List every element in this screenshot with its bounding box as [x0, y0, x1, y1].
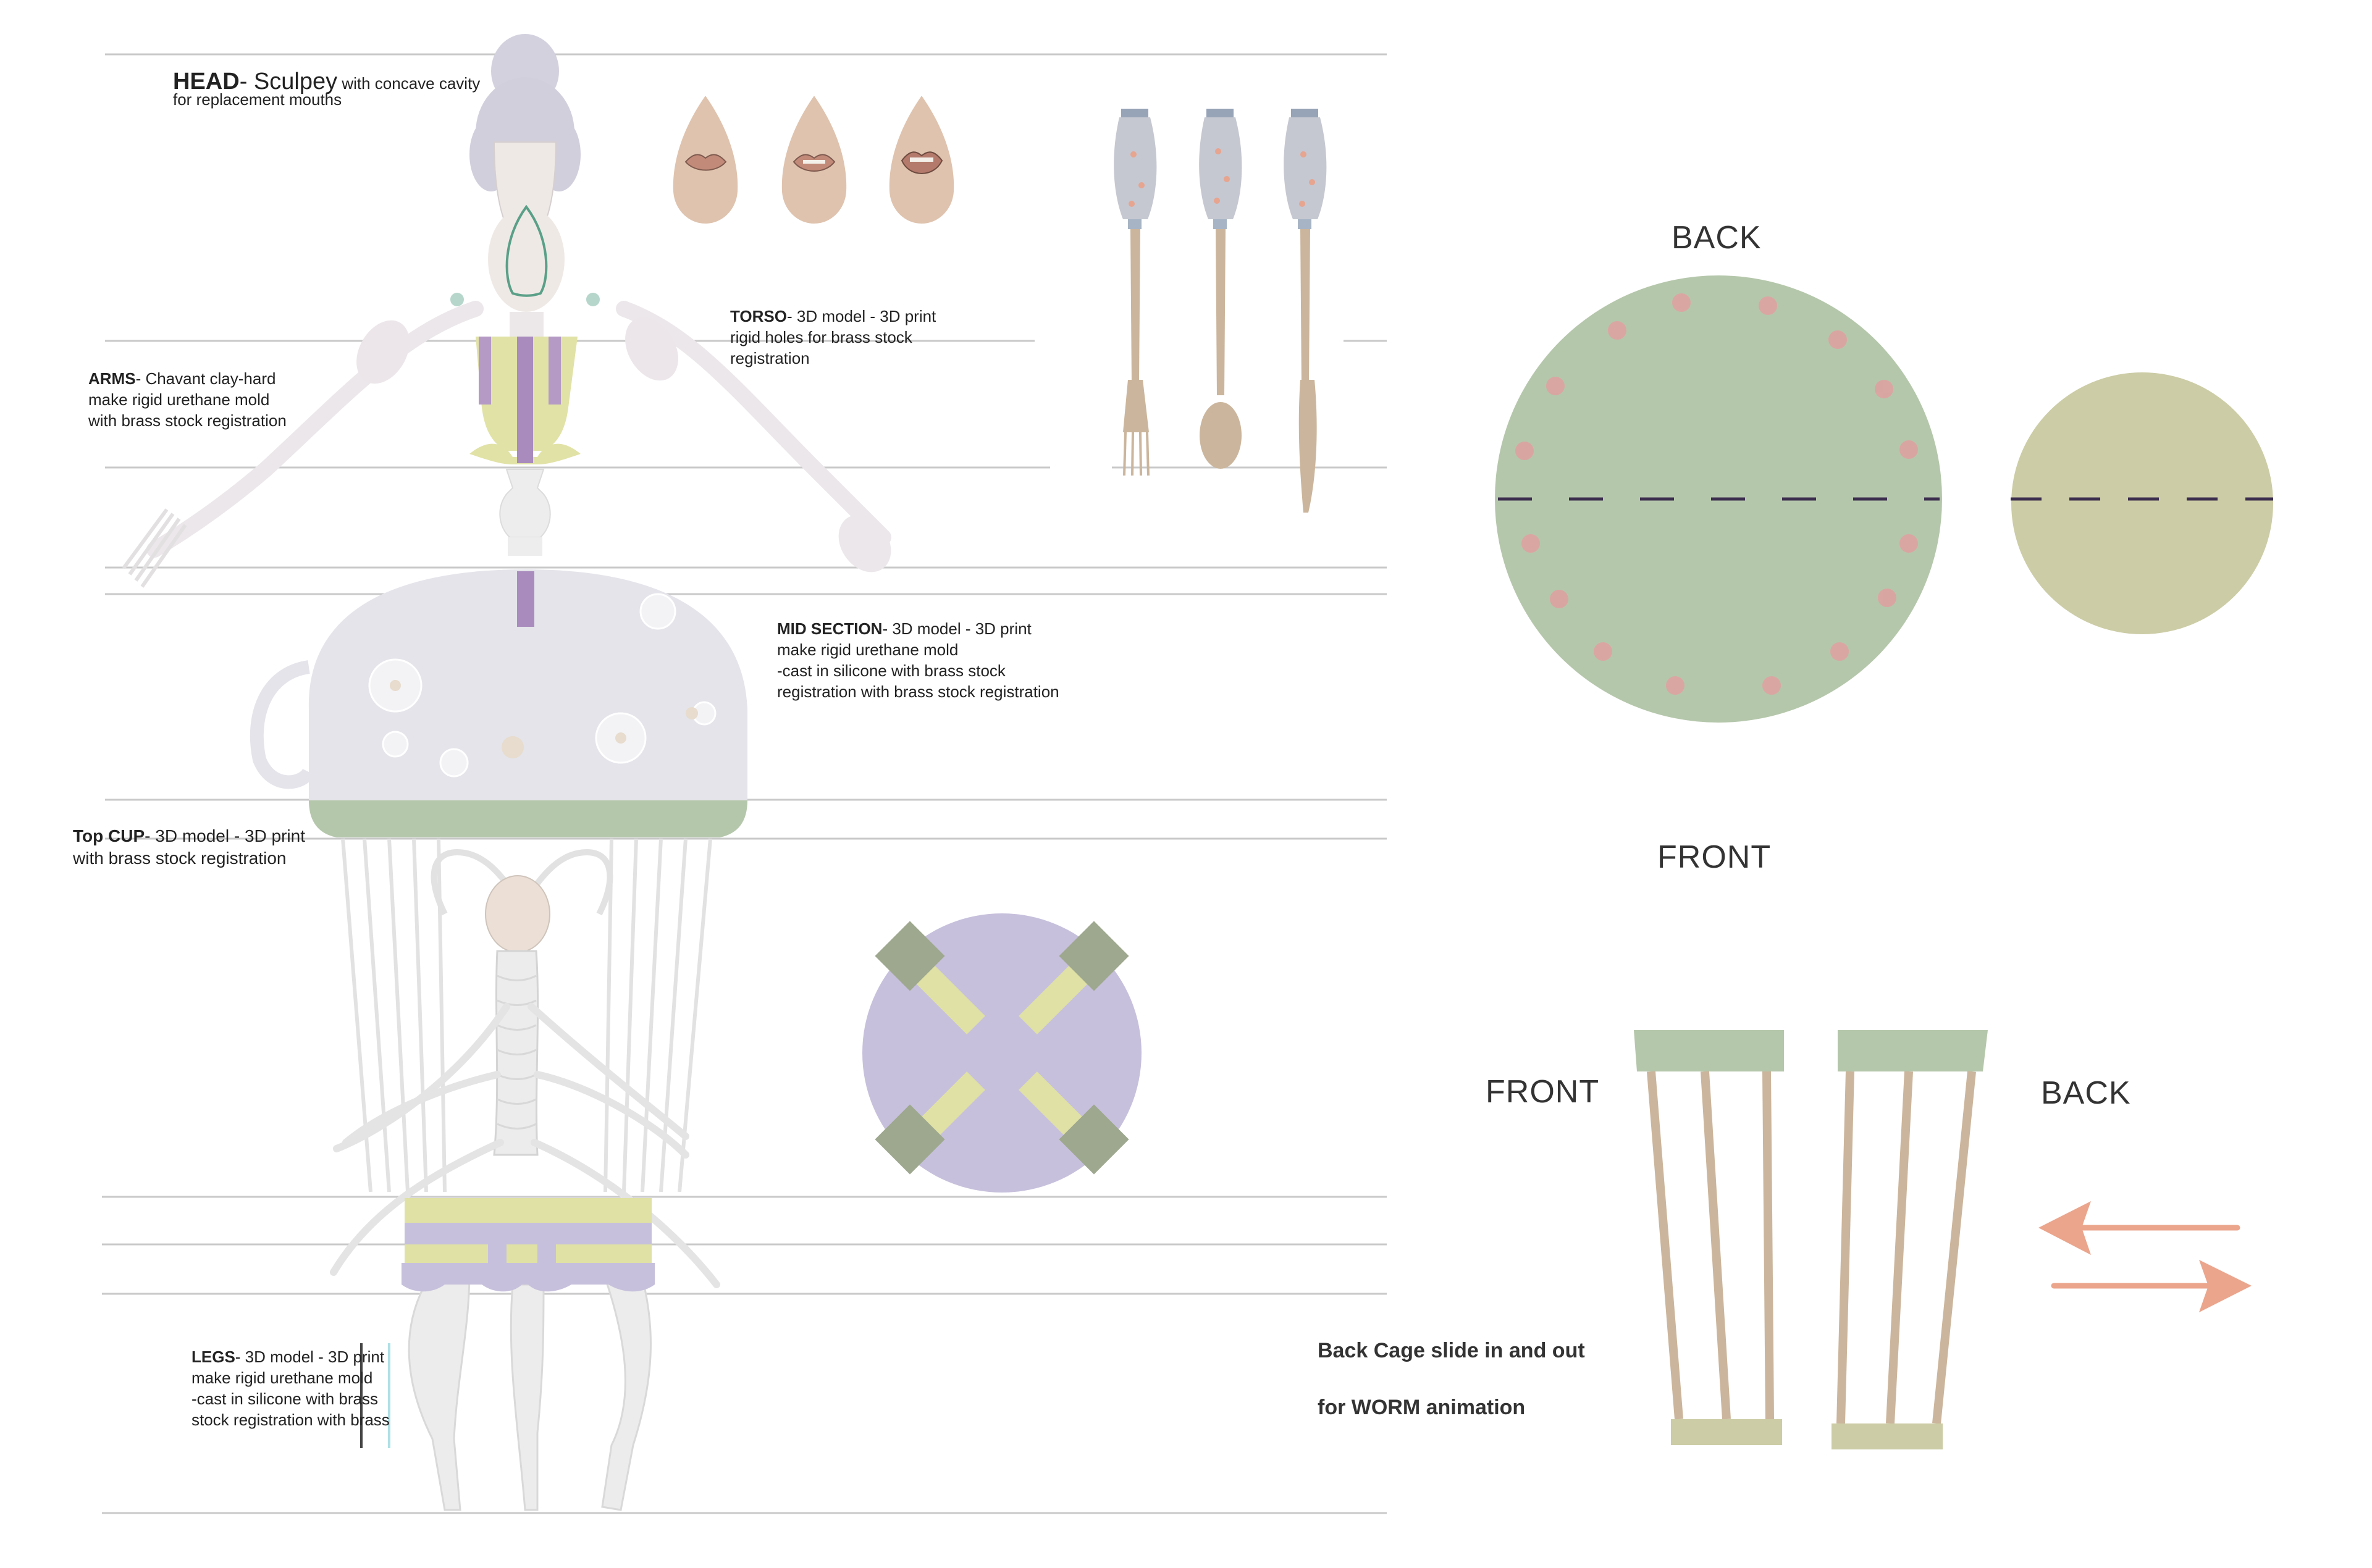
legs-line-2: make rigid urethane mold — [191, 1369, 373, 1387]
back-cage-label: BACK — [2041, 1075, 2131, 1111]
torso — [469, 337, 581, 556]
legs-line-3: -cast in silicone with brass — [191, 1390, 378, 1408]
arms-title: ARMS — [88, 369, 136, 388]
mouth-piece — [889, 96, 954, 224]
arms — [146, 301, 891, 558]
legs-line-1: - 3D model - 3D print — [235, 1348, 385, 1366]
cup-title: Top CUP — [73, 826, 145, 845]
arrow-right-icon — [2051, 1260, 2252, 1312]
back-top-label: BACK — [1672, 220, 1762, 256]
guide-lines — [102, 53, 1387, 1514]
flower-pattern — [368, 593, 717, 778]
top-cup-label: Top CUP- 3D model - 3D print with brass … — [73, 825, 305, 870]
mid-section-teacup — [250, 569, 747, 837]
arms-line-1: - Chavant clay-hard — [135, 369, 276, 388]
cage-note-line-2: for WORM animation — [1318, 1396, 1526, 1419]
registration-block — [875, 1104, 945, 1175]
mid-line-3: -cast in silicone with brass stock — [777, 661, 1006, 680]
top-cup-plan-view — [862, 913, 1142, 1193]
registration-holes — [1515, 293, 1918, 695]
arms-line-2: make rigid urethane mold — [88, 390, 270, 409]
front-plate — [2011, 372, 2273, 634]
head-note-2: for replacement mouths — [173, 90, 342, 109]
mid-line-2: make rigid urethane mold — [777, 640, 959, 659]
front-cage-label: FRONT — [1486, 1074, 1600, 1110]
legs — [408, 1271, 652, 1511]
torso-line-3: registration — [730, 349, 810, 367]
torso-label: TORSO- 3D model - 3D print rigid holes f… — [730, 306, 936, 369]
back-cage — [1832, 1030, 1988, 1449]
arms-label: ARMS- Chavant clay-hard make rigid ureth… — [88, 368, 287, 431]
cup-line-1: - 3D model - 3D print — [145, 826, 306, 845]
replacement-mouth-cavity — [505, 204, 548, 297]
mouth-piece — [673, 96, 738, 224]
replacement-mouths — [673, 96, 954, 224]
torso-title: TORSO — [730, 307, 787, 325]
legs-line-4: stock registration with brass — [191, 1411, 390, 1429]
head-title: HEAD — [173, 69, 240, 94]
mouth-wide-icon — [901, 151, 943, 174]
fork-icon — [122, 508, 187, 588]
legs-base — [402, 1198, 655, 1292]
slide-arrows — [2038, 1201, 2252, 1312]
legs-label: LEGS- 3D model - 3D print make rigid ure… — [191, 1346, 390, 1430]
utensils — [1114, 109, 1327, 513]
torso-line-1: - 3D model - 3D print — [786, 307, 936, 325]
registration-block — [1059, 1104, 1129, 1175]
legs-title: LEGS — [191, 1348, 235, 1366]
head-material: - Sculpey — [239, 69, 338, 94]
mid-title: MID SECTION — [777, 619, 883, 638]
mid-line-1: - 3D model - 3D print — [882, 619, 1032, 638]
arm-cutlery — [122, 317, 891, 588]
mid-line-4: registration with brass stock registrati… — [777, 682, 1059, 701]
spoon-icon — [838, 514, 891, 572]
head-note-1: with concave cavity — [337, 74, 481, 93]
registration-block — [1059, 921, 1129, 991]
mouth-closed-icon — [684, 154, 727, 171]
cage-note-line-1: Back Cage slide in and out — [1318, 1339, 1585, 1362]
front-cage — [1634, 1030, 1784, 1445]
arrow-left-icon — [2038, 1201, 2240, 1255]
puppet-figure — [122, 34, 891, 1511]
mouth-piece — [781, 96, 847, 224]
registration-block — [875, 921, 945, 991]
torso-line-2: rigid holes for brass stock — [730, 328, 912, 346]
arms-line-3: with brass stock registration — [88, 411, 287, 430]
mid-section-label: MID SECTION- 3D model - 3D print make ri… — [777, 618, 1059, 702]
cup-line-2: with brass stock registration — [73, 849, 287, 868]
front-top-label: FRONT — [1657, 839, 1772, 875]
head-label: HEAD- Sculpey with concave cavity for re… — [173, 69, 481, 115]
head — [450, 34, 600, 340]
knife-utensil — [1284, 109, 1327, 513]
fork-utensil — [1114, 109, 1157, 476]
spoon-utensil — [1199, 109, 1242, 469]
teacup-base — [309, 800, 747, 837]
back-plate — [1495, 275, 1942, 723]
